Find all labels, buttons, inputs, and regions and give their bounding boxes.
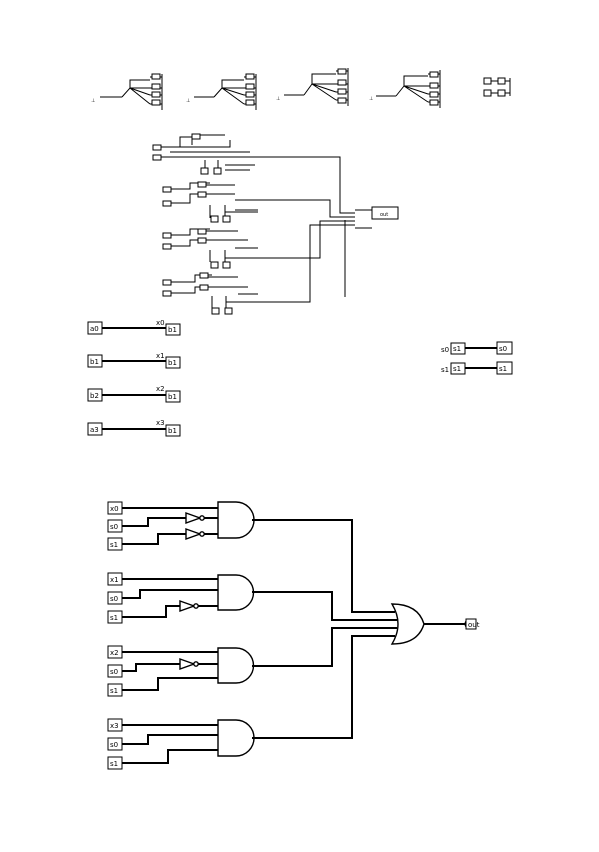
input-label: s0 bbox=[110, 523, 118, 531]
io-right-row-0: s0 s1 s0 bbox=[441, 341, 513, 355]
io-in-label: a0 bbox=[90, 325, 99, 333]
and-group-2: x2 s0 s1 bbox=[107, 627, 397, 697]
io-right-out: s1 bbox=[499, 365, 507, 373]
and-gate-icon bbox=[217, 501, 255, 539]
input-label: s1 bbox=[110, 760, 118, 768]
io-wire-label: x2 bbox=[156, 385, 165, 393]
input-label: x2 bbox=[110, 649, 119, 657]
top-mux-label: ⊥ bbox=[186, 98, 190, 104]
not-gate-icon bbox=[185, 512, 203, 524]
top-mux-label: ⊥ bbox=[369, 96, 373, 102]
io-map-right: s0 s1 s0 s1 s1 s1 bbox=[441, 341, 513, 375]
pin-icon bbox=[429, 99, 439, 106]
io-out-label: b1 bbox=[168, 359, 177, 367]
and-gate-icon bbox=[217, 647, 255, 684]
io-right-label: s1 bbox=[441, 366, 449, 374]
and-gate-icon bbox=[217, 574, 255, 611]
logic-diagram: x0 s0 s1 x1 s0 s1 bbox=[107, 501, 480, 770]
pin-icon bbox=[497, 77, 506, 85]
pin-icon bbox=[245, 83, 255, 90]
input-label: x3 bbox=[110, 722, 119, 730]
pin-icon bbox=[337, 88, 347, 95]
and-group-1: x1 s0 s1 bbox=[107, 572, 397, 624]
input-label: x0 bbox=[110, 505, 119, 513]
io-wire-label: x0 bbox=[156, 319, 165, 327]
pin-icon bbox=[245, 91, 255, 98]
input-label: s0 bbox=[110, 668, 118, 676]
input-label: s1 bbox=[110, 614, 118, 622]
overview-mux: out bbox=[152, 133, 399, 315]
not-gate-icon bbox=[179, 658, 197, 670]
input-label: x1 bbox=[110, 576, 119, 584]
pin-icon bbox=[483, 89, 492, 97]
top-mux-label: ⊥ bbox=[276, 96, 280, 102]
pin-icon bbox=[151, 73, 161, 80]
pin-icon bbox=[245, 73, 255, 80]
and-gate-icon bbox=[217, 719, 255, 757]
io-right-in: s1 bbox=[453, 365, 461, 373]
pin-icon bbox=[497, 89, 506, 97]
top-mux-4: ⊥ bbox=[369, 70, 441, 108]
output-pin-icon bbox=[465, 618, 477, 630]
top-mux-1: ⊥ bbox=[91, 73, 163, 110]
top-mux-label: ⊥ bbox=[91, 98, 95, 104]
io-out-label: b1 bbox=[168, 427, 177, 435]
io-right-out: s0 bbox=[499, 345, 507, 353]
pin-icon bbox=[245, 99, 255, 106]
pin-icon bbox=[337, 68, 347, 75]
pin-icon bbox=[337, 97, 347, 104]
pin-icon bbox=[483, 77, 492, 85]
top-mux-3: ⊥ bbox=[276, 68, 349, 106]
input-label: s1 bbox=[110, 687, 118, 695]
input-label: s0 bbox=[110, 595, 118, 603]
top-mux-row: ⊥ ⊥ ⊥ ⊥ bbox=[91, 68, 511, 110]
io-row-1: b1 x1 b1 bbox=[87, 352, 181, 369]
top-mux-2: ⊥ bbox=[186, 73, 257, 110]
pin-icon bbox=[151, 83, 161, 90]
io-right-row-1: s1 s1 s1 bbox=[441, 361, 513, 375]
io-row-2: b2 x2 b1 bbox=[87, 385, 181, 403]
pin-icon bbox=[429, 82, 439, 89]
not-gate-icon bbox=[185, 528, 203, 540]
io-right-in: s1 bbox=[453, 345, 461, 353]
output-label: out bbox=[468, 621, 480, 629]
io-wire-label: x3 bbox=[156, 419, 165, 427]
pin-icon bbox=[151, 99, 161, 106]
pin-icon bbox=[151, 91, 161, 98]
io-in-label: b2 bbox=[90, 392, 99, 400]
input-label: s0 bbox=[110, 741, 118, 749]
top-io-stub bbox=[483, 77, 511, 97]
io-row-0: a0 x0 b1 bbox=[87, 319, 181, 336]
pin-icon bbox=[429, 91, 439, 98]
io-in-label: a3 bbox=[90, 426, 99, 434]
io-row-3: a3 x3 b1 bbox=[87, 419, 181, 437]
and-group-0: x0 s0 s1 bbox=[107, 501, 395, 613]
io-wire-label: x1 bbox=[156, 352, 165, 360]
overview-inputs bbox=[152, 144, 172, 297]
pin-icon bbox=[429, 71, 439, 78]
overview-output-label: out bbox=[380, 212, 388, 218]
overview-output-box bbox=[371, 206, 399, 220]
or-gate-icon bbox=[390, 603, 425, 645]
input-label: s1 bbox=[110, 541, 118, 549]
io-right-label: s0 bbox=[441, 346, 449, 354]
pin-icon bbox=[337, 79, 347, 86]
and-group-3: x3 s0 s1 bbox=[107, 635, 395, 770]
io-in-label: b1 bbox=[90, 358, 99, 366]
io-map-left: a0 x0 b1 b1 x1 b1 b2 x2 b1 a3 x3 bbox=[87, 319, 181, 437]
not-gate-icon bbox=[179, 600, 197, 612]
io-out-label: b1 bbox=[168, 393, 177, 401]
io-out-label: b1 bbox=[168, 326, 177, 334]
